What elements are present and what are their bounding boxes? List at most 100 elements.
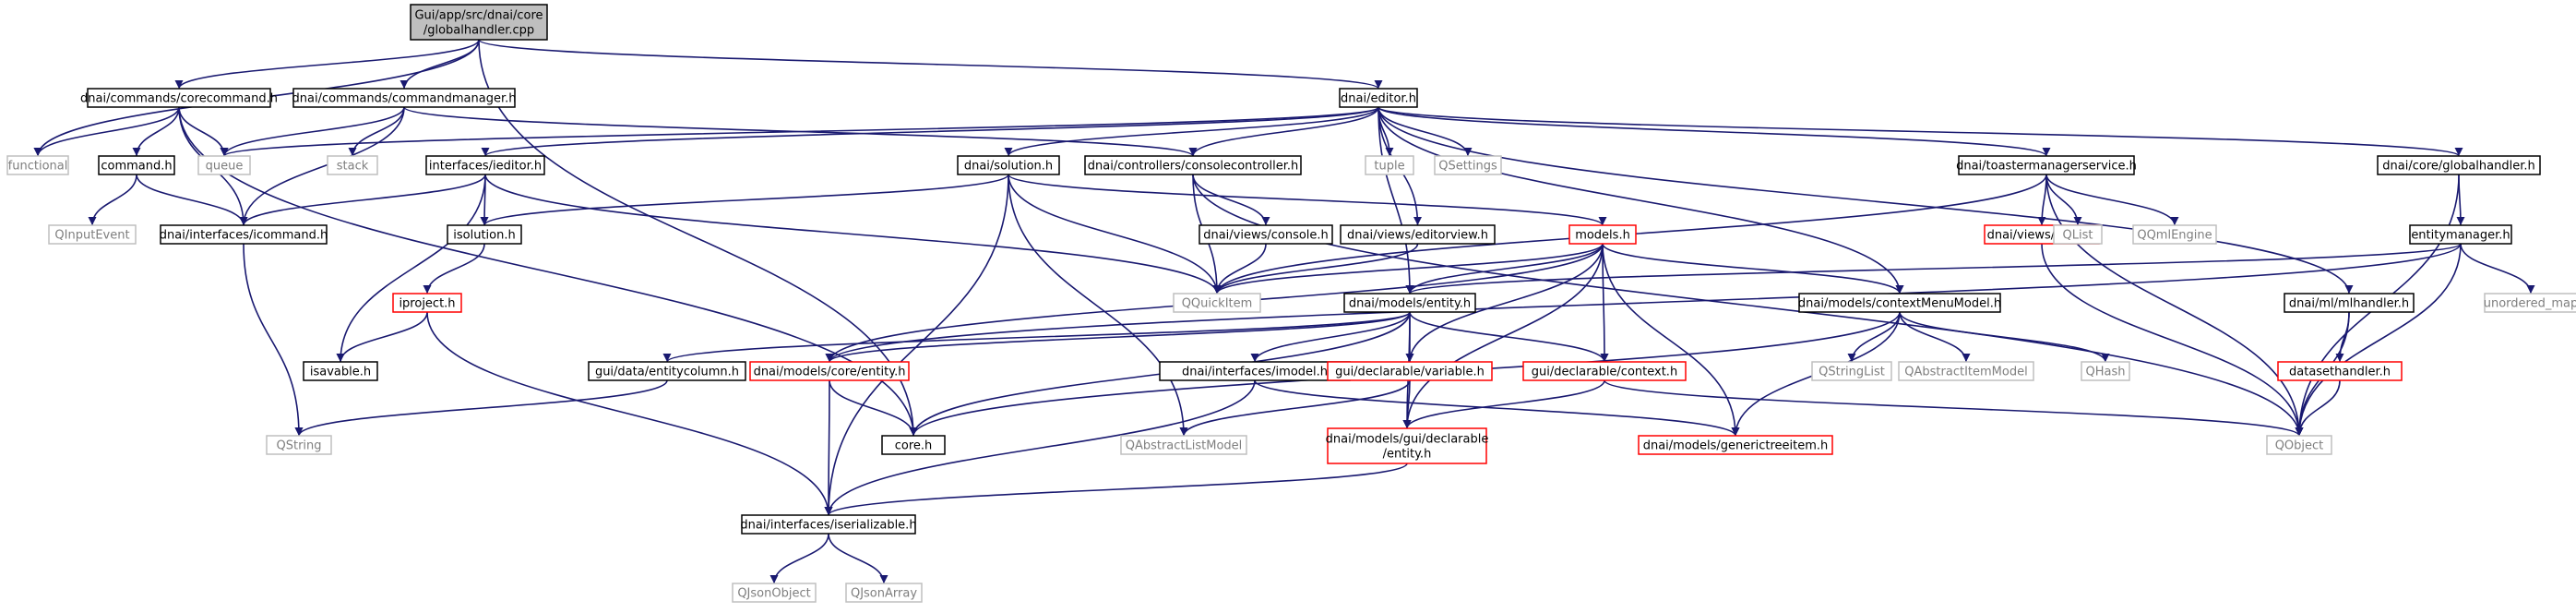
node-isolution[interactable]: isolution.h [447, 224, 522, 245]
node-core-entity[interactable]: dnai/models/core/entity.h [749, 361, 910, 381]
dependency-edge [33, 106, 180, 157]
node-globalhandler-h[interactable]: dnai/core/globalhandler.h [2377, 155, 2541, 175]
node-commandmanager[interactable]: dnai/commands/commandmanager.h [292, 88, 517, 108]
node-box [2277, 361, 2403, 381]
node-qjsonobject: QJsonObject [732, 583, 817, 603]
dependency-edge [824, 174, 1009, 516]
node-qqmlengine: QQmlEngine [2132, 224, 2217, 245]
node-solution[interactable]: dnai/solution.h [957, 155, 1060, 175]
node-label: dnai/interfaces/imodel.h [1182, 366, 1328, 379]
node-box [1339, 88, 1418, 108]
node-box [1327, 361, 1493, 381]
node-icommand[interactable]: dnai/interfaces/icommand.h [160, 224, 328, 245]
node-gui-entity[interactable]: dnai/models/gui/declarable/entity.h [1326, 427, 1489, 464]
node-label: entitymanager.h [2411, 229, 2510, 243]
edge-editor-to-solution [1004, 106, 1379, 157]
node-label: isolution.h [453, 229, 515, 243]
node-box [732, 583, 817, 603]
node-editorview[interactable]: dnai/views/editorview.h [1340, 224, 1496, 245]
dependency-edge [1604, 379, 2304, 437]
node-label: dnai/models/contextMenuModel.h [1798, 297, 2001, 311]
node-box [327, 155, 378, 175]
dependency-edge [1847, 311, 1901, 363]
dependency-edge [1008, 174, 1222, 294]
node-box [1120, 435, 1247, 455]
dependency-edge [2045, 174, 2179, 226]
node-label: dnai/models/entity.h [1349, 297, 1471, 311]
node-toastermanager[interactable]: dnai/toastermanagerservice.h [1956, 155, 2137, 175]
node-entity[interactable]: dnai/models/entity.h [1343, 293, 1476, 313]
node-box [1340, 224, 1496, 245]
node-box [48, 224, 137, 245]
node-imodel[interactable]: dnai/interfaces/imodel.h [1159, 361, 1351, 381]
node-label: dnai/ml/mlhandler.h [2289, 297, 2409, 311]
node-label: QAbstractItemModel [1904, 366, 2027, 379]
node-mlhandler[interactable]: dnai/ml/mlhandler.h [2284, 293, 2415, 313]
node-generictreeitem[interactable]: dnai/models/generictreeitem.h [1638, 435, 1833, 455]
node-console[interactable]: dnai/views/console.h [1199, 224, 1333, 245]
dependency-edge [348, 106, 405, 157]
edge-ieditor-to-icommand [239, 174, 486, 226]
dependency-edge [1899, 311, 2110, 363]
node-label: dnai/commands/commandmanager.h [292, 92, 517, 106]
edge-consolecontroller-to-console [1192, 174, 1270, 226]
edge-context-to-gui_entity [1402, 379, 1605, 429]
edge-variable-to-qabstractlistmodel [1179, 379, 1411, 437]
node-label: dnai/models/core/entity.h [754, 366, 906, 379]
dependency-edge [2460, 243, 2535, 294]
node-box [1327, 427, 1487, 464]
edge-iproject-to-isavable [336, 311, 428, 363]
node-box [6, 155, 69, 175]
node-box [87, 88, 271, 108]
node-editor[interactable]: dnai/editor.h [1339, 88, 1418, 108]
node-box [266, 435, 332, 455]
dependency-edges [33, 39, 2535, 584]
dependency-edge [294, 379, 668, 437]
node-label: dnai/models/generictreeitem.h [1643, 439, 1829, 453]
node-label: dnai/toastermanagerservice.h [1956, 160, 2137, 174]
edge-iproject-to-iserializable [426, 311, 833, 516]
node-models[interactable]: models.h [1568, 224, 1637, 245]
node-label: dnai/interfaces/iserializable.h [740, 519, 916, 533]
node-command[interactable]: command.h [98, 155, 175, 175]
node-ieditor[interactable]: interfaces/ieditor.h [425, 155, 545, 175]
node-contextmenumodel[interactable]: dnai/models/contextMenuModel.h [1798, 293, 2001, 313]
edge-editor-to-entity [1377, 106, 1414, 294]
dependency-edge [239, 106, 405, 226]
node-entitymanager[interactable]: entitymanager.h [2409, 224, 2512, 245]
edge-commandmanager-to-icommand [239, 106, 405, 226]
node-qhash: QHash [2081, 361, 2130, 381]
dependency-edge [1188, 106, 1379, 157]
node-corecommand[interactable]: dnai/commands/corecommand.h [80, 88, 278, 108]
node-box [2409, 224, 2512, 245]
node-iserializable[interactable]: dnai/interfaces/iserializable.h [740, 514, 917, 535]
node-core-h[interactable]: core.h [881, 435, 946, 455]
node-qstring: QString [266, 435, 332, 455]
node-isavable[interactable]: isavable.h [303, 361, 378, 381]
edge-entitymanager-to-qobject [2295, 243, 2462, 437]
node-label: Gui/app/src/dnai/core [414, 9, 543, 23]
edge-entitymanager-to-entity [1405, 243, 2462, 294]
node-label: QJsonObject [737, 587, 810, 601]
dependency-edge [1377, 106, 1473, 157]
node-box [741, 514, 916, 535]
node-variable[interactable]: gui/declarable/variable.h [1327, 361, 1493, 381]
node-label: dnai/controllers/consolecontroller.h [1088, 160, 1299, 174]
dependency-edge [1377, 106, 1414, 294]
dependency-edge [1179, 379, 1411, 437]
node-label: dnai/interfaces/icommand.h [160, 229, 328, 243]
edge-entitymanager-to-core_entity [825, 243, 2462, 363]
edge-entity-to-core_entity [825, 311, 1411, 363]
node-consolecontroller[interactable]: dnai/controllers/consolecontroller.h [1084, 155, 1302, 175]
node-root[interactable]: Gui/app/src/dnai/core/globalhandler.cpp [410, 4, 548, 41]
edge-contextmenumodel-to-qstringlist [1847, 311, 1901, 363]
node-label: QQuickItem [1182, 297, 1253, 311]
edge-models-to-generictreeitem [1602, 243, 1740, 437]
node-iproject[interactable]: iproject.h [392, 293, 462, 313]
node-entitycolumn[interactable]: gui/data/entitycolumn.h [588, 361, 746, 381]
node-datasethandler[interactable]: datasethandler.h [2277, 361, 2403, 381]
node-label: tuple [1374, 160, 1404, 174]
edge-root-to-editor [478, 39, 1383, 90]
node-context[interactable]: gui/declarable/context.h [1522, 361, 1687, 381]
